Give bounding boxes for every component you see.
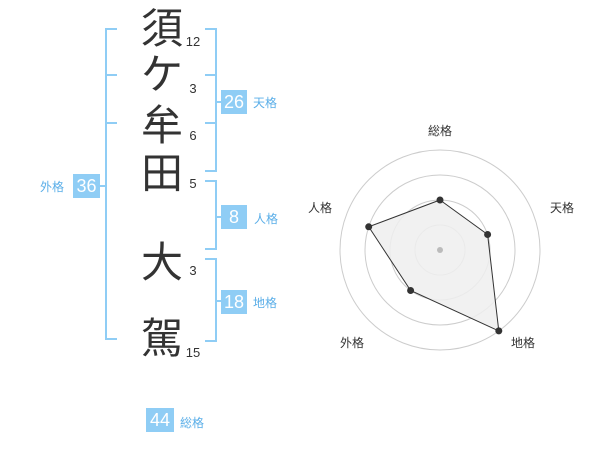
radar-axis-label-tenkaku: 天格: [550, 201, 575, 215]
radar-point: [407, 287, 415, 294]
name-character-4: 田: [140, 149, 183, 198]
outer-bracket-top: [105, 28, 117, 30]
outer-bracket-connector: [100, 185, 105, 187]
tenkaku-bracket-top: [205, 28, 217, 30]
chikaku-bracket-bottom: [205, 340, 217, 342]
outer-bracket-bottom: [105, 338, 117, 340]
jinkaku-bracket-vertical: [215, 180, 217, 250]
radar-center-dot: [437, 247, 443, 253]
stroke-count-5: 3: [189, 263, 197, 278]
stroke-count-4: 5: [189, 176, 197, 191]
soukaku-value-badge: 44: [146, 408, 174, 432]
stroke-count-1: 12: [185, 34, 201, 49]
outer-bracket-vertical: [105, 28, 107, 340]
name-character-3: 牟: [140, 101, 183, 150]
tenkaku-value-badge: 26: [221, 90, 247, 114]
stroke-count-2: 3: [189, 81, 197, 96]
jinkaku-bracket-bottom: [205, 248, 217, 250]
gaikaku-label: 外格: [40, 180, 65, 194]
name-character-1: 須: [140, 4, 183, 53]
gaikaku-value-badge: 36: [73, 174, 100, 198]
outer-bracket-tick-2: [107, 122, 117, 124]
name-character-5: 大: [140, 238, 183, 287]
jinkaku-bracket-connector: [217, 216, 221, 218]
tenkaku-bracket-tick-1: [205, 74, 215, 76]
name-character-2: ケ: [140, 50, 183, 99]
radar-axis-label-gaikaku: 外格: [340, 336, 365, 350]
jinkaku-value-badge: 8: [221, 205, 247, 229]
tenkaku-label: 天格: [253, 96, 278, 110]
soukaku-label: 総格: [180, 416, 205, 430]
radar-ring: [364, 174, 516, 326]
radar-polygon: [367, 199, 500, 332]
radar-point: [495, 327, 503, 335]
radar-ring: [339, 149, 541, 351]
stroke-count-3: 6: [189, 128, 197, 143]
radar-axis-label-jinkaku: 人格: [308, 201, 333, 215]
radar-axis-label-soukaku: 総格: [428, 124, 453, 138]
chikaku-bracket-vertical: [215, 258, 217, 342]
jinkaku-bracket-top: [205, 180, 217, 182]
name-character-6: 駕: [140, 314, 183, 363]
radar-axis-label-chikaku: 地格: [511, 336, 536, 350]
tenkaku-bracket-tick-2: [205, 122, 215, 124]
stroke-count-6: 15: [185, 345, 201, 360]
radar-point: [436, 196, 444, 204]
tenkaku-bracket-connector: [217, 101, 221, 103]
radar-point: [365, 223, 373, 231]
outer-bracket-tick-1: [107, 74, 117, 76]
chikaku-bracket-connector: [217, 300, 221, 302]
tenkaku-bracket-vertical: [215, 28, 217, 172]
chikaku-bracket-top: [205, 258, 217, 260]
chikaku-value-badge: 18: [221, 290, 247, 314]
jinkaku-label: 人格: [254, 212, 279, 226]
radar-point: [484, 231, 492, 238]
tenkaku-bracket-bottom: [205, 170, 217, 172]
chikaku-label: 地格: [253, 296, 278, 310]
